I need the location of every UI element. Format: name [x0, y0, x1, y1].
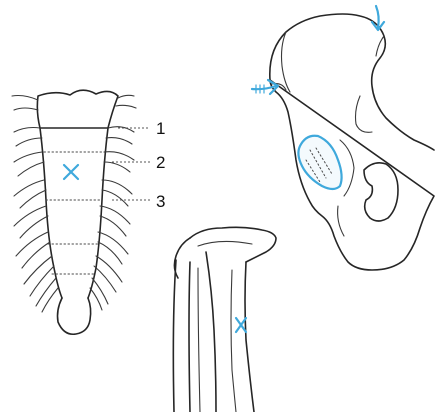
sternum-x-marker — [64, 165, 78, 179]
iliac-highlight-region — [298, 136, 341, 189]
label-3: 3 — [156, 192, 165, 211]
fibula-head — [174, 238, 190, 278]
obturator-foramen — [364, 163, 398, 221]
acetabulum-rim — [340, 140, 354, 196]
sternum-body-right-edge — [88, 128, 108, 298]
tibia-shaft-right — [245, 262, 254, 412]
hip-bone-outline — [270, 14, 434, 270]
iliac-crest-inner — [282, 32, 291, 92]
plateau-inner-line — [198, 241, 252, 246]
tibial-crest — [231, 270, 236, 412]
label-2: 2 — [156, 153, 165, 172]
tibia-and-fibula — [173, 227, 276, 412]
tibia-x-marker — [236, 318, 246, 332]
fibula-shaft-outer — [173, 260, 176, 412]
sternum-body-left-edge — [40, 128, 62, 298]
tibia-shaft-left — [206, 252, 216, 412]
interosseous-line — [198, 268, 200, 412]
blue-arrow-top-icon — [372, 6, 384, 30]
xiphoid-process — [58, 298, 91, 334]
iliac-fossa-line — [356, 96, 373, 132]
hip-bone — [252, 6, 434, 270]
manubrium — [37, 90, 118, 128]
ischium-contour — [338, 206, 344, 236]
sternum-with-costal-cartilages: 1 2 3 — [12, 90, 165, 334]
fibula-shaft-inner — [189, 262, 190, 412]
label-1: 1 — [156, 119, 165, 138]
